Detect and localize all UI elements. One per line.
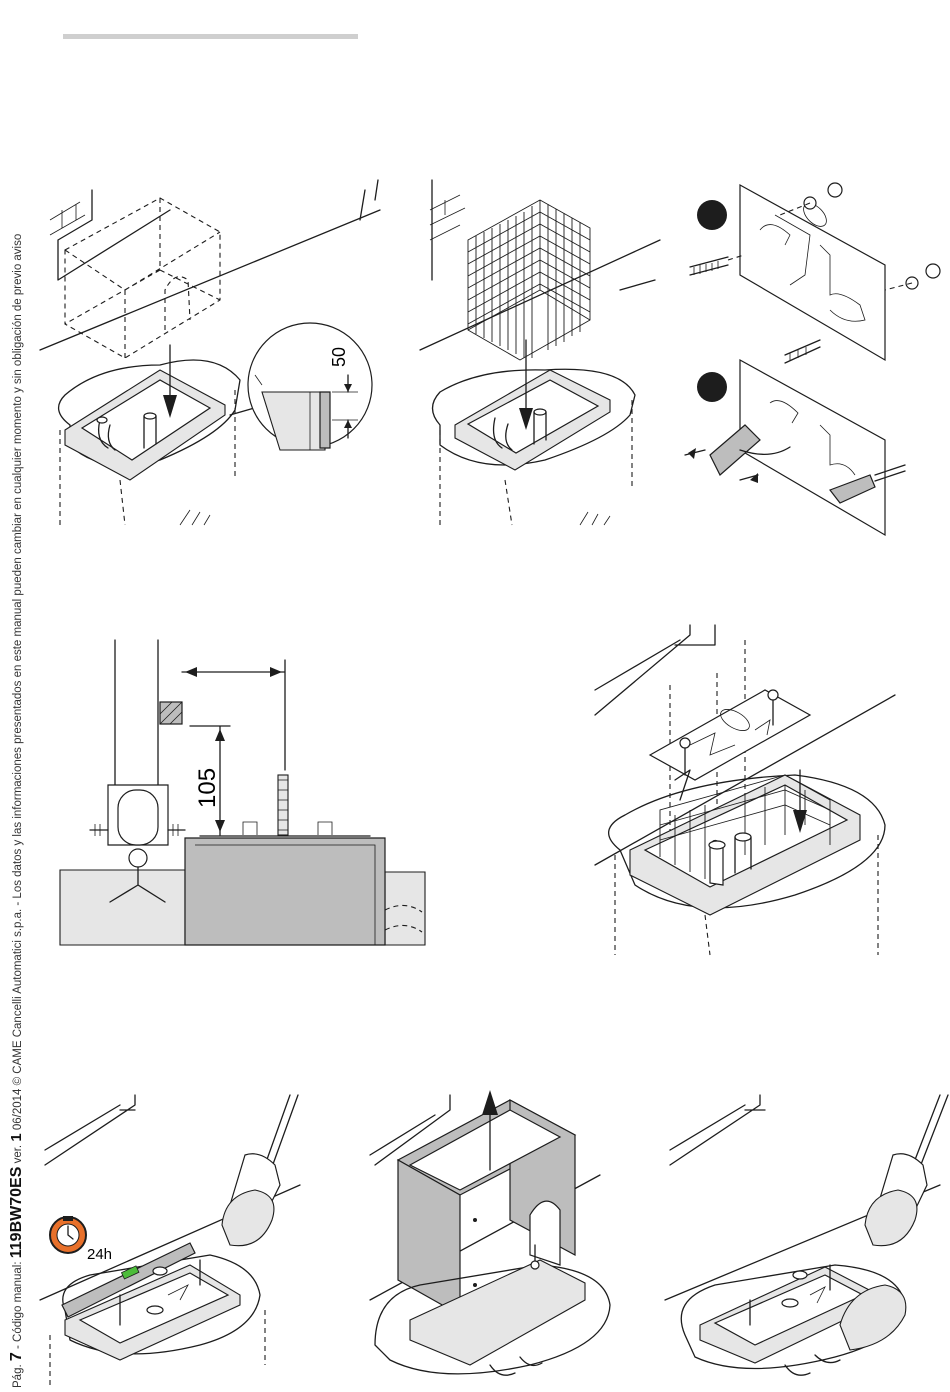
reinforcement-mesh-icon bbox=[468, 200, 590, 360]
shovel-icon bbox=[222, 1095, 298, 1246]
manual-prefix: - Código manual: bbox=[12, 1261, 24, 1349]
timer-icon: 24h bbox=[50, 1216, 112, 1263]
manual-code: 119BW70ES bbox=[8, 1167, 25, 1259]
shovel-icon bbox=[865, 1095, 948, 1246]
figure-formwork-removal bbox=[370, 1095, 610, 1390]
figure-level-check: 24h bbox=[40, 1095, 330, 1390]
copyright-notice: 06/2014 © CAME Cancelli Automatici s.p.a… bbox=[12, 234, 24, 1130]
dimension-105-label: 105 bbox=[194, 768, 221, 808]
version-label: ver. bbox=[12, 1145, 24, 1164]
anchor-plate-icon bbox=[740, 185, 885, 360]
figure-backfill bbox=[665, 1095, 950, 1390]
figure-plate-installation bbox=[595, 625, 900, 960]
figure-reinforcement-mesh bbox=[420, 180, 660, 540]
cure-time-label: 24h bbox=[87, 1246, 112, 1263]
step-1-marker-icon bbox=[697, 200, 727, 230]
dimension-50-label: 50 bbox=[329, 347, 349, 367]
version-number: 1 bbox=[8, 1133, 25, 1141]
figure-formwork-box: 50 bbox=[40, 180, 385, 540]
step-2-marker-icon bbox=[697, 372, 727, 402]
figure-side-elevation: 105 bbox=[60, 640, 430, 950]
page-label: Pág. bbox=[12, 1364, 24, 1388]
page-number: 7 bbox=[8, 1352, 25, 1361]
footer-legal-text: Pág. 7 - Código manual: 119BW70ES ver. 1… bbox=[4, 88, 30, 1388]
header-rule bbox=[63, 34, 358, 39]
figure-anchor-plate-assembly bbox=[680, 175, 945, 545]
